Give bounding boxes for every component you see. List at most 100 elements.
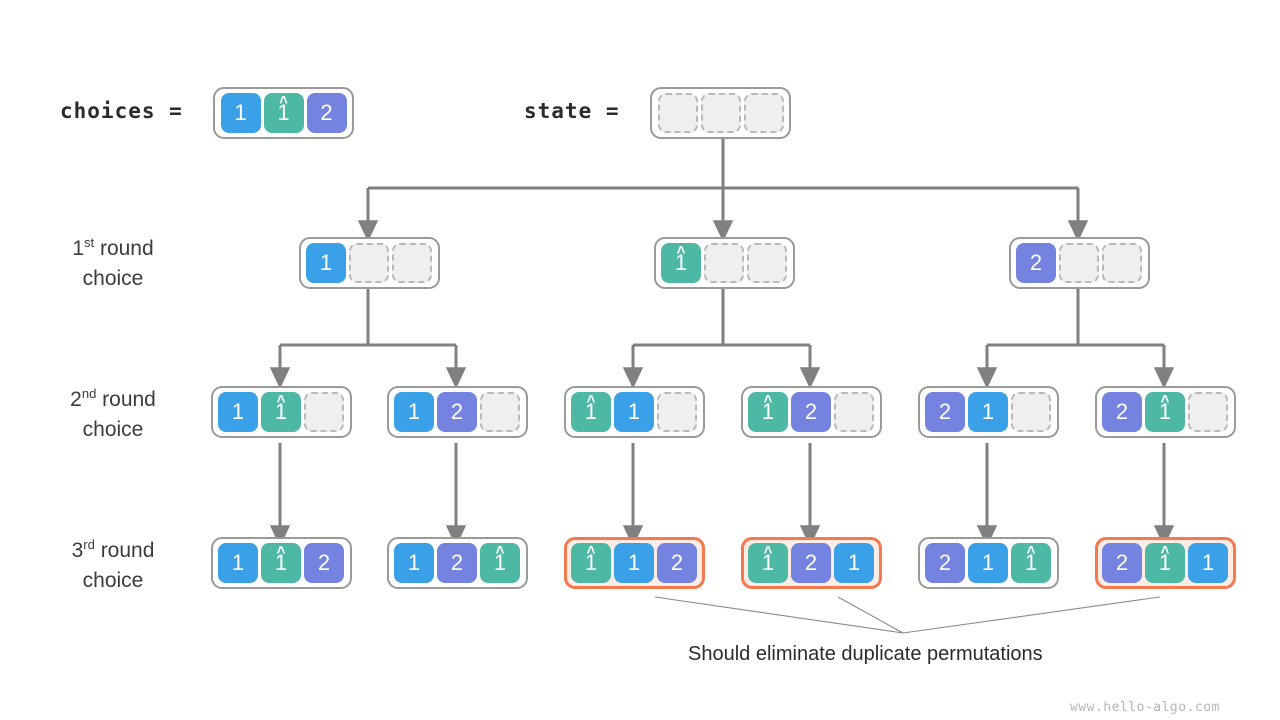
value-glyph: 1 bbox=[627, 550, 641, 575]
row-label-round-1: 1st round choice bbox=[18, 234, 208, 294]
array-cell-empty bbox=[349, 243, 389, 283]
choices-equation-label: choices = bbox=[60, 99, 183, 123]
row-label-line2: choice bbox=[82, 568, 144, 592]
hat-accent-icon: ˄ bbox=[1160, 542, 1170, 559]
choices-array: 1 1˄ 2 bbox=[213, 87, 354, 139]
hat-accent-icon: ˄ bbox=[586, 542, 596, 559]
value-glyph: 1 bbox=[234, 100, 247, 125]
value-glyph: 2 bbox=[938, 399, 952, 424]
value-glyph: 2 bbox=[450, 399, 464, 424]
array-cell-1: 1 bbox=[614, 392, 654, 432]
array-cell-2: 2 bbox=[925, 392, 965, 432]
value-glyph: 2 bbox=[804, 399, 818, 424]
array-cell-2: 2 bbox=[1016, 243, 1056, 283]
hat-accent-icon: ˄ bbox=[763, 391, 773, 408]
value-glyph: 1 bbox=[627, 399, 641, 424]
array-cell-empty bbox=[704, 243, 744, 283]
array-cell-1: 1 bbox=[968, 543, 1008, 583]
array-cell-1-hat: 1˄ bbox=[480, 543, 520, 583]
value-glyph: 1 bbox=[319, 250, 333, 275]
tree-node-2-1: 1 1˄ bbox=[210, 386, 352, 438]
array-cell-1: 1 bbox=[306, 243, 346, 283]
array-cell-1: 1 bbox=[968, 392, 1008, 432]
array-cell-1: 1 bbox=[394, 543, 434, 583]
value-glyph: 1˄ bbox=[277, 92, 290, 125]
array-cell-2: 2 bbox=[437, 543, 477, 583]
value-glyph: 1˄ bbox=[584, 391, 598, 424]
round-number: 2 bbox=[70, 388, 82, 411]
array-cell-empty bbox=[743, 93, 784, 133]
value-glyph: 1˄ bbox=[1024, 542, 1038, 575]
round-ordinal-suffix: st bbox=[84, 235, 95, 250]
array-cell-empty bbox=[1188, 392, 1228, 432]
array-cell-1-hat: 1˄ bbox=[1145, 543, 1185, 583]
value-glyph: 1˄ bbox=[674, 242, 688, 275]
value-glyph: 1˄ bbox=[1158, 391, 1172, 424]
array-cell-empty bbox=[657, 93, 698, 133]
array-cell-1-hat: 1˄ bbox=[261, 392, 301, 432]
array-cell-1: 1 bbox=[218, 392, 258, 432]
array-cell-1-hat: 1˄ bbox=[571, 392, 611, 432]
array-cell-empty bbox=[834, 392, 874, 432]
array-cell-2: 2 bbox=[1102, 543, 1142, 583]
round-ordinal-suffix: nd bbox=[81, 386, 97, 401]
array-cell-1: 1 bbox=[614, 543, 654, 583]
array-cell-1-hat: 1˄ bbox=[748, 543, 788, 583]
array-cell-1: 1 bbox=[1188, 543, 1228, 583]
watermark: www.hello-algo.com bbox=[1070, 700, 1220, 715]
value-glyph: 1˄ bbox=[584, 542, 598, 575]
row-label-line1: 3rd round bbox=[72, 537, 155, 562]
value-glyph: 2 bbox=[938, 550, 952, 575]
row-label-line1: 1st round bbox=[72, 235, 153, 260]
hat-accent-icon: ˄ bbox=[763, 542, 773, 559]
value-glyph: 2 bbox=[317, 550, 331, 575]
value-glyph: 1 bbox=[407, 399, 421, 424]
hat-accent-icon: ˄ bbox=[495, 542, 505, 559]
hat-accent-icon: ˄ bbox=[276, 391, 286, 408]
array-cell-2: 2 bbox=[791, 392, 831, 432]
hat-accent-icon: ˄ bbox=[279, 92, 288, 109]
array-cell-empty bbox=[480, 392, 520, 432]
array-cell-1-hat: 1˄ bbox=[1145, 392, 1185, 432]
array-cell-empty bbox=[304, 392, 344, 432]
hat-accent-icon: ˄ bbox=[586, 391, 596, 408]
value-glyph: 2 bbox=[450, 550, 464, 575]
array-cell-empty bbox=[392, 243, 432, 283]
array-cell-2: 2 bbox=[791, 543, 831, 583]
tree-node-1-1: 1 bbox=[298, 237, 440, 289]
round-ordinal-suffix: rd bbox=[83, 537, 95, 552]
array-cell-empty bbox=[747, 243, 787, 283]
hat-accent-icon: ˄ bbox=[676, 242, 686, 259]
row-label-round-3: 3rd round choice bbox=[18, 536, 208, 596]
value-glyph: 2 bbox=[1029, 250, 1043, 275]
annotation-leader-lines bbox=[654, 596, 1161, 634]
array-cell-empty bbox=[1011, 392, 1051, 432]
value-glyph: 1 bbox=[981, 550, 995, 575]
array-cell-empty bbox=[1102, 243, 1142, 283]
array-cell-1-hat: 1˄ bbox=[571, 543, 611, 583]
value-glyph: 2 bbox=[1115, 550, 1129, 575]
value-glyph: 1 bbox=[981, 399, 995, 424]
array-cell-1: 1 bbox=[394, 392, 434, 432]
tree-node-2-4: 1˄2 bbox=[740, 386, 882, 438]
array-cell-1: 1 bbox=[218, 543, 258, 583]
array-cell-1-hat: 1˄ bbox=[661, 243, 701, 283]
value-glyph: 1 bbox=[847, 550, 861, 575]
array-cell-1: 1 bbox=[834, 543, 874, 583]
row-label-line2: choice bbox=[82, 417, 144, 441]
round-number: 1 bbox=[72, 237, 84, 260]
value-glyph: 1˄ bbox=[274, 391, 288, 424]
round-word: round bbox=[94, 539, 155, 562]
row-label-round-2: 2nd round choice bbox=[18, 385, 208, 445]
state-array bbox=[650, 87, 791, 139]
value-glyph: 2 bbox=[320, 100, 333, 125]
array-cell-empty bbox=[1059, 243, 1099, 283]
value-glyph: 1 bbox=[407, 550, 421, 575]
array-cell-2: 2 bbox=[306, 93, 347, 133]
array-cell-1-hat: 1˄ bbox=[1011, 543, 1051, 583]
tree-node-1-3: 2 bbox=[1008, 237, 1150, 289]
